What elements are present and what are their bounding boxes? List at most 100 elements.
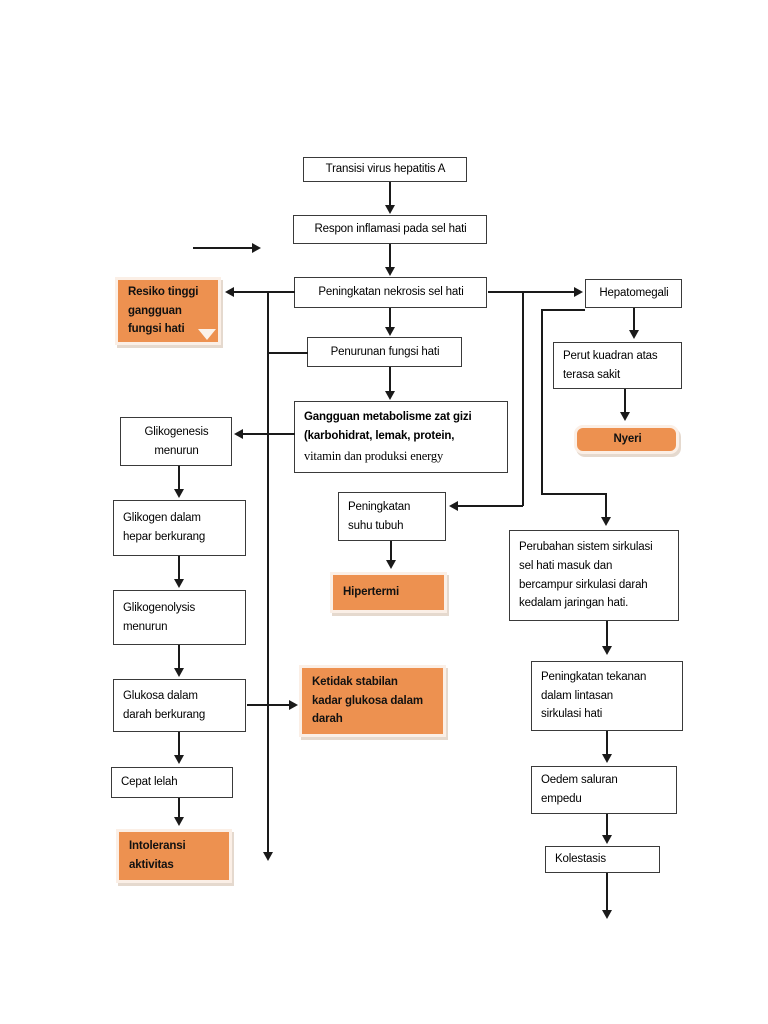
node-label: Peningkatan nekrosis sel hati	[318, 286, 464, 299]
node-label: Nyeri	[613, 433, 642, 446]
connector-glukosa-to-ketidak-stabilan	[247, 704, 292, 706]
arrowhead-left-resiko	[225, 287, 234, 297]
arrowhead-left-suhu	[449, 501, 458, 511]
node-perubahan-sirkulasi[interactable]: Perubahan sistem sirkulasi sel hati masu…	[509, 530, 679, 621]
node-resiko-tinggi[interactable]: Resiko tinggi gangguan fungsi hati	[115, 277, 221, 345]
connector-right-trunk-to-suhu	[458, 505, 523, 507]
node-gangguan-metabolisme[interactable]: Gangguan metabolisme zat gizi (karbohidr…	[294, 401, 508, 473]
arrowhead-down-glukosa	[174, 668, 184, 677]
node-label-line1: Peningkatan	[348, 500, 411, 513]
node-peningkatan-nekrosis[interactable]: Peningkatan nekrosis sel hati	[294, 277, 487, 308]
connector-perut-to-nyeri	[624, 389, 626, 414]
left-trunk-line	[267, 291, 269, 856]
arrowhead-down-glikogen	[174, 489, 184, 498]
node-perut-kuadran[interactable]: Perut kuadran atas terasa sakit	[553, 342, 682, 389]
node-label-line3: vitamin dan produksi energy	[304, 448, 444, 463]
node-label-line1: Ketidak stabilan	[312, 676, 398, 689]
connector-left-trunk-to-resiko	[234, 291, 268, 293]
node-kolestasis[interactable]: Kolestasis	[545, 846, 660, 873]
arrowhead-right-ketidak-stabilan	[289, 700, 298, 710]
node-label-line1: Intoleransi	[129, 840, 186, 853]
connector-glikogenolysis-to-glukosa	[178, 645, 180, 669]
node-nyeri[interactable]: Nyeri	[574, 425, 679, 454]
node-peningkatan-tekanan[interactable]: Peningkatan tekanan dalam lintasan sirku…	[531, 661, 683, 731]
node-label-line2: aktivitas	[129, 859, 174, 871]
node-label-line1: Gangguan metabolisme zat gizi	[304, 411, 472, 424]
node-label-line3: darah	[312, 713, 343, 726]
node-label-line2: dalam lintasan	[541, 689, 614, 702]
node-label-line2: menurun	[123, 620, 168, 633]
connector-nekrosis-to-right-branch	[488, 291, 578, 293]
node-label: Cepat lelah	[121, 776, 178, 789]
node-label-line2: (karbohidrat, lemak, protein,	[304, 429, 455, 442]
folded-corner-icon	[198, 329, 216, 340]
connector-cepat-lelah-to-intoleransi	[178, 798, 180, 819]
node-label-line1: Glikogen dalam	[123, 512, 201, 525]
connector-hepatomegali-underline	[541, 309, 585, 311]
node-label-line1: Peningkatan tekanan	[541, 671, 647, 684]
arrowhead-down-sirkulasi	[601, 517, 611, 526]
arrowhead-down-glikogenolysis	[174, 579, 184, 588]
node-label: Kolestasis	[555, 853, 606, 866]
arrowhead-down-oedem	[602, 754, 612, 763]
node-label-line2: darah berkurang	[123, 708, 206, 721]
node-glikogenesis[interactable]: Glikogenesis menurun	[120, 417, 232, 466]
node-label-line1: Perubahan sistem sirkulasi	[519, 541, 653, 554]
connector-gangguan-to-left-trunk	[267, 433, 295, 435]
node-label-line3: sirkulasi hati	[541, 708, 603, 721]
node-cepat-lelah[interactable]: Cepat lelah	[111, 767, 233, 798]
connector-penurunan-to-gangguan	[389, 367, 391, 393]
arrowhead-down-hipertermi	[386, 560, 396, 569]
node-ketidak-stabilan[interactable]: Ketidak stabilan kadar glukosa dalam dar…	[299, 665, 446, 737]
arrowhead-down-penurunan	[385, 327, 395, 336]
node-label: Transisi virus hepatitis A	[325, 163, 446, 176]
node-oedem-saluran[interactable]: Oedem saluran empedu	[531, 766, 677, 814]
node-respon-inflamasi[interactable]: Respon inflamasi pada sel hati	[293, 215, 487, 244]
node-label-line1: Glikogenesis	[144, 425, 209, 438]
connector-respon-to-nekrosis	[389, 244, 391, 269]
node-label-line2: suhu tubuh	[348, 519, 404, 532]
connector-oedem-to-kolestasis	[606, 814, 608, 837]
arrowhead-down-perut	[629, 330, 639, 339]
node-label-line1: Glikogenolysis	[123, 601, 196, 614]
node-label-line1: Oedem saluran	[541, 774, 618, 787]
arrowhead-down-cepat-lelah	[174, 755, 184, 764]
connector-left-trunk-to-glikogenesis	[243, 433, 268, 435]
node-glukosa-darah[interactable]: Glukosa dalam darah berkurang	[113, 679, 246, 732]
node-intoleransi-aktivitas[interactable]: Intoleransi aktivitas	[116, 829, 232, 883]
node-glikogen-hepar[interactable]: Glikogen dalam hepar berkurang	[113, 500, 246, 556]
arrowhead-down-kolestasis	[602, 835, 612, 844]
node-label-line2: terasa sakit	[563, 368, 621, 381]
node-label-line1: Perut kuadran atas	[563, 349, 658, 362]
node-label-line4: kedalam jaringan hati.	[519, 597, 629, 610]
node-penurunan-fungsi[interactable]: Penurunan fungsi hati	[307, 337, 462, 367]
arrowhead-left-glikogenesis	[234, 429, 243, 439]
node-label: Hipertermi	[343, 586, 400, 599]
node-hepatomegali[interactable]: Hepatomegali	[585, 279, 682, 308]
node-peningkatan-suhu[interactable]: Peningkatan suhu tubuh	[338, 492, 446, 541]
connector-hepatomegali-to-perut	[633, 308, 635, 331]
connector-glukosa-to-cepat-lelah	[178, 732, 180, 756]
connector-glikogen-to-glikogenolysis	[178, 556, 180, 581]
node-label-line2: empedu	[541, 793, 582, 805]
arrowhead-down-left-trunk	[263, 852, 273, 861]
arrowhead-right-hepatomegali	[574, 287, 583, 297]
right-trunk-line-suhu	[522, 291, 524, 506]
node-hipertermi[interactable]: Hipertermi	[330, 572, 447, 613]
node-label: Hepatomegali	[599, 287, 669, 300]
arrowhead-down-respon	[385, 205, 395, 214]
arrowhead-down-nyeri	[620, 412, 630, 421]
connector-down-to-sirkulasi	[605, 493, 607, 519]
node-label: Penurunan fungsi hati	[330, 345, 440, 358]
node-transisi-virus[interactable]: Transisi virus hepatitis A	[303, 157, 467, 182]
connector-kolestasis-outgoing	[606, 873, 608, 913]
node-label-line1: Glukosa dalam	[123, 689, 198, 702]
arrowhead-down-intoleransi	[174, 817, 184, 826]
connector-penurunan-to-left-trunk	[267, 352, 308, 354]
arrowhead-down-kolestasis-outgoing	[602, 910, 612, 919]
connector-tekanan-to-oedem	[606, 731, 608, 756]
node-label-line2: sel hati masuk dan	[519, 559, 613, 572]
node-label-line3: bercampur sirkulasi darah	[519, 578, 648, 591]
node-glikogenolysis[interactable]: Glikogenolysis menurun	[113, 590, 246, 645]
